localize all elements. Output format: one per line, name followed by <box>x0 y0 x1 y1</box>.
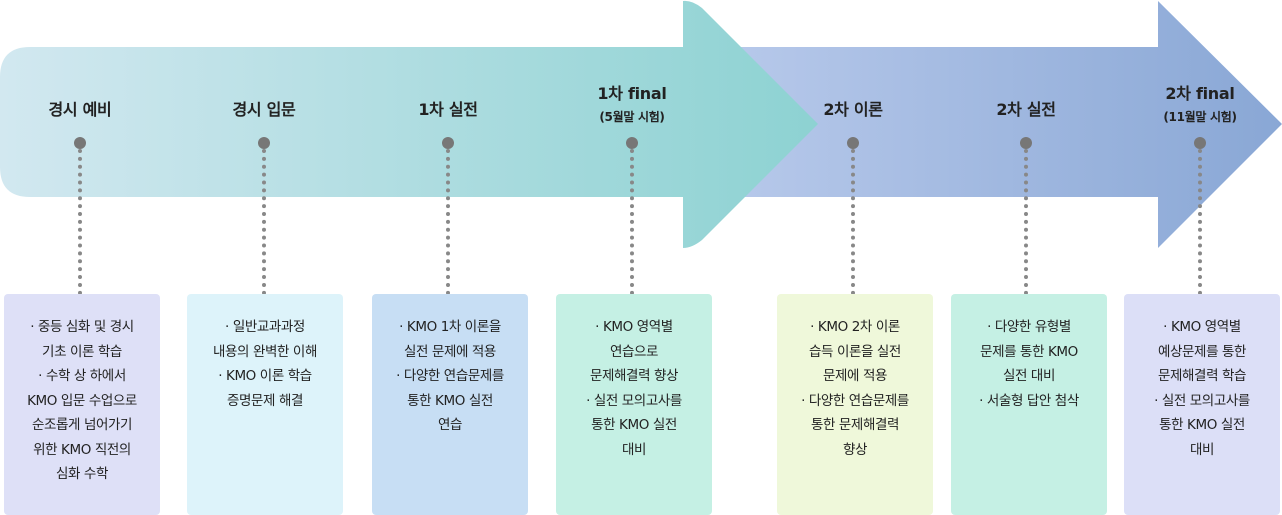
card-line: · 일반교과과정 <box>225 319 305 335</box>
card-line: KMO 입문 수업으로 <box>27 392 137 409</box>
stage-dot <box>74 137 86 149</box>
stage-title: 1차 실전 <box>418 100 478 119</box>
card-line: 대비 <box>1189 441 1215 458</box>
stage-title: 경시 예비 <box>48 100 112 119</box>
card-line: 기초 이론 학습 <box>42 343 122 360</box>
stage-title: 2차 final <box>1165 84 1235 103</box>
card-line: 실전 문제에 적용 <box>404 343 496 360</box>
card-line: 순조롭게 넘어가기 <box>31 417 133 433</box>
card-line: · KMO 2차 이론 <box>810 319 900 335</box>
card-line: · 실전 모의고사를 <box>586 392 682 409</box>
card-line: 습득 이론을 실전 <box>809 343 901 360</box>
stage-title: 1차 final <box>597 84 667 103</box>
card-line: · 다양한 연습문제를 <box>396 368 504 384</box>
card-line: · 실전 모의고사를 <box>1154 392 1250 409</box>
stage-dot <box>1194 137 1206 149</box>
stage-connector <box>851 149 855 295</box>
arrow-phase-1 <box>0 0 818 249</box>
card-line: 실전 대비 <box>1003 368 1055 384</box>
card-line: · 다양한 연습문제를 <box>801 392 909 409</box>
stage-dot <box>442 137 454 149</box>
stage-dot <box>847 137 859 149</box>
card-line: 예상문제를 통한 <box>1157 343 1247 360</box>
stage-dot <box>1020 137 1032 149</box>
stage-connector <box>262 149 266 295</box>
stage-title: 경시 입문 <box>232 100 296 119</box>
card-line: 증명문제 해결 <box>226 392 303 409</box>
card-line: 통한 KMO 실전 <box>1159 417 1245 433</box>
stage-subtitle: (11월말 시험) <box>1163 110 1237 124</box>
card-line: 문제해결력 향상 <box>589 368 679 384</box>
card-line: 향상 <box>842 441 868 458</box>
card-line: 연습 <box>437 417 463 433</box>
card-line: · 다양한 유형별 <box>987 319 1071 335</box>
card-line: 문제를 통한 KMO <box>980 343 1078 360</box>
card-line: · 서술형 답안 첨삭 <box>979 392 1079 409</box>
stage-subtitle: (5월말 시험) <box>599 110 665 124</box>
stage-connector <box>446 149 450 295</box>
card-line: 심화 수학 <box>56 466 108 482</box>
card-line: 위한 KMO 직전의 <box>33 441 131 458</box>
card-line: · KMO 영역별 <box>1163 319 1241 335</box>
stage-connector <box>1024 149 1028 295</box>
card-line: 통한 KMO 실전 <box>591 417 677 433</box>
stage-connector <box>1198 149 1202 295</box>
stage-title: 2차 실전 <box>996 100 1056 119</box>
card-line: 연습으로 <box>609 343 659 360</box>
stage-connector <box>78 149 82 295</box>
stage-dot <box>626 137 638 149</box>
stage-title: 2차 이론 <box>823 100 883 119</box>
card-line: · 수학 상 하에서 <box>38 368 126 384</box>
card-line: 문제해결력 학습 <box>1157 368 1247 384</box>
card-line: · KMO 영역별 <box>595 319 673 335</box>
card-line: 통한 KMO 실전 <box>407 392 493 409</box>
card-line: 문제에 적용 <box>823 368 887 384</box>
arrow-phase-2 <box>740 1 1282 248</box>
card-line: 대비 <box>621 441 647 458</box>
card-line: · KMO 이론 학습 <box>218 368 312 384</box>
card-line: 내용의 완벽한 이해 <box>213 343 317 360</box>
card-line: · KMO 1차 이론을 <box>399 319 501 335</box>
stage-dot <box>258 137 270 149</box>
card-line: · 중등 심화 및 경시 <box>30 319 134 335</box>
stage-connector <box>630 149 634 295</box>
card-line: 통한 문제해결력 <box>810 417 900 433</box>
